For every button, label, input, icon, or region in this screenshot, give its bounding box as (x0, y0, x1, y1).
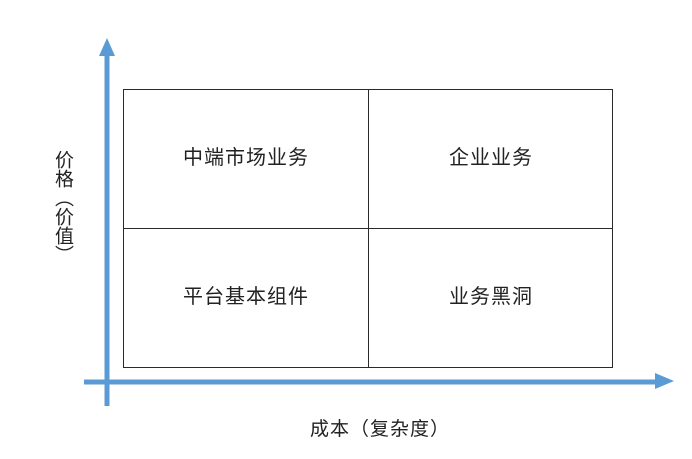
y-axis-arrowhead (99, 38, 115, 56)
y-axis-label: 价格（价值） (52, 150, 74, 264)
quadrant-top-right-label: 企业业务 (449, 144, 533, 169)
quadrant-bottom-left-label: 平台基本组件 (183, 284, 309, 308)
quadrant-bottom-right-label: 业务黑洞 (449, 284, 533, 308)
quadrant-top-left: 中端市场业务 (124, 90, 369, 229)
x-axis-label: 成本（复杂度） (309, 418, 450, 440)
quadrant-bottom-right: 业务黑洞 (369, 229, 613, 368)
quadrant-top-left-label: 中端市场业务 (183, 144, 309, 169)
quadrant-top-right: 企业业务 (369, 90, 613, 229)
quadrant-bottom-left: 平台基本组件 (124, 229, 369, 368)
x-axis-arrowhead (655, 373, 674, 389)
quadrant-grid: 中端市场业务 企业业务 平台基本组件 业务黑洞 (123, 89, 613, 368)
